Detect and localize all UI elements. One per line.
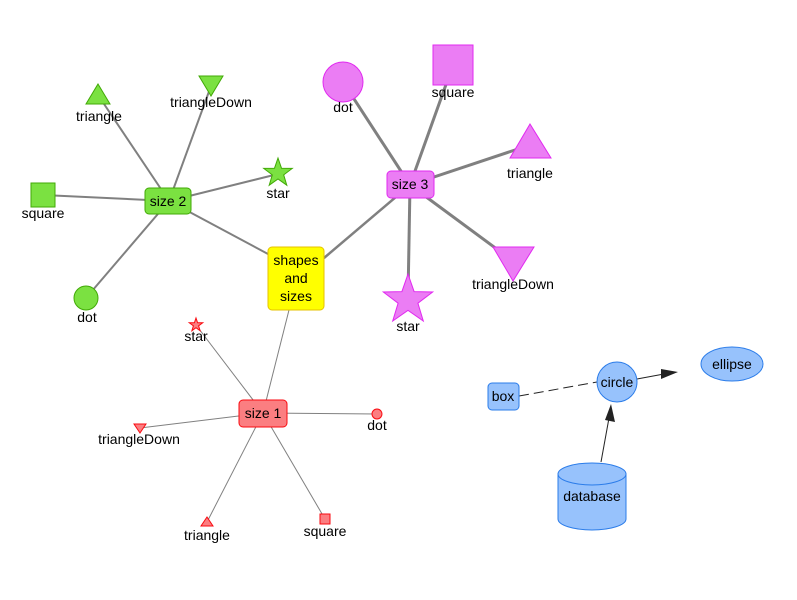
node-size1-triangledown[interactable]: triangleDown [98, 423, 180, 447]
node-size-1[interactable]: size 1 [238, 399, 288, 428]
node-label: dot [333, 99, 353, 115]
edge-size2-triangledown [168, 85, 212, 202]
node-label: triangle [76, 108, 122, 124]
edge-box-circle [518, 381, 598, 397]
node-label: square [432, 84, 475, 100]
edge-center-size1 [262, 309, 290, 414]
node-size1-dot[interactable]: dot [367, 408, 387, 433]
square-shape [432, 44, 474, 86]
node-size1-square[interactable]: square [304, 513, 347, 539]
node-label: square [22, 205, 65, 221]
node-size3-triangle[interactable]: triangle [507, 123, 553, 181]
edges [42, 64, 665, 523]
node-size2-triangle[interactable]: triangle [76, 83, 122, 124]
triangle-down-shape [133, 423, 147, 434]
edge-circle-ellipse [636, 373, 665, 380]
star-shape [262, 156, 294, 187]
node-label-line: and [284, 270, 307, 286]
node-box[interactable]: box [487, 382, 520, 411]
node-label: star [184, 328, 208, 344]
node-label: dot [77, 309, 97, 325]
edge-size2-triangle [97, 94, 170, 202]
node-label: circle [601, 374, 634, 390]
edge-size1-star [195, 324, 264, 414]
triangle-shape [200, 516, 214, 527]
arrowhead-to-circle [605, 404, 615, 422]
node-label: triangle [507, 165, 553, 181]
node-label-line: shapes [273, 252, 318, 268]
node-label: star [266, 185, 290, 201]
node-size3-star[interactable]: star [381, 272, 435, 334]
node-size-3[interactable]: size 3 [386, 170, 435, 199]
node-size2-square[interactable]: square [22, 182, 65, 221]
node-label: size 2 [150, 193, 187, 209]
dot-shape [73, 285, 99, 311]
node-size1-star[interactable]: star [184, 316, 208, 344]
triangle-down-shape [492, 246, 535, 282]
star-shape [381, 272, 435, 323]
database-body [557, 474, 627, 531]
node-label: triangleDown [170, 94, 252, 110]
node-size2-dot[interactable]: dot [73, 285, 99, 325]
node-label: star [396, 318, 420, 334]
node-size2-triangledown[interactable]: triangleDown [170, 75, 252, 110]
arrowheads [605, 369, 678, 422]
node-size-2[interactable]: size 2 [144, 187, 192, 215]
square-shape [319, 513, 331, 525]
node-label: size 3 [392, 176, 429, 192]
node-shapes-and-sizes[interactable]: shapes and sizes [267, 246, 325, 311]
node-label: ellipse [712, 356, 752, 372]
node-label: box [492, 388, 515, 404]
node-label: square [304, 523, 347, 539]
node-circle[interactable]: circle [596, 361, 638, 403]
triangle-down-shape [198, 75, 224, 97]
node-size3-dot[interactable]: dot [322, 61, 364, 115]
edge-size2-dot [85, 200, 170, 299]
triangle-shape [85, 83, 111, 105]
dot-shape [371, 408, 383, 420]
node-size3-square[interactable]: square [432, 44, 475, 100]
node-label: triangleDown [98, 431, 180, 447]
arrowhead-to-ellipse [661, 369, 678, 379]
node-label-line: sizes [280, 288, 312, 304]
star-shape [187, 316, 205, 332]
node-size1-triangle[interactable]: triangle [184, 516, 230, 543]
node-database[interactable]: database [557, 462, 627, 531]
square-shape [30, 182, 56, 208]
node-size2-star[interactable]: star [262, 156, 294, 201]
database-top [557, 462, 627, 486]
node-label: dot [367, 417, 387, 433]
edge-database-circle [600, 417, 610, 463]
node-label: triangle [184, 527, 230, 543]
triangle-shape [509, 123, 552, 159]
node-label: database [563, 488, 621, 504]
node-label: triangleDown [472, 276, 554, 292]
node-ellipse[interactable]: ellipse [700, 346, 764, 382]
node-size3-triangledown[interactable]: triangleDown [472, 246, 554, 292]
edge-size1-triangle [206, 412, 264, 523]
dot-shape [322, 61, 364, 103]
edge-size1-square [262, 412, 326, 520]
node-label: size 1 [245, 405, 282, 421]
